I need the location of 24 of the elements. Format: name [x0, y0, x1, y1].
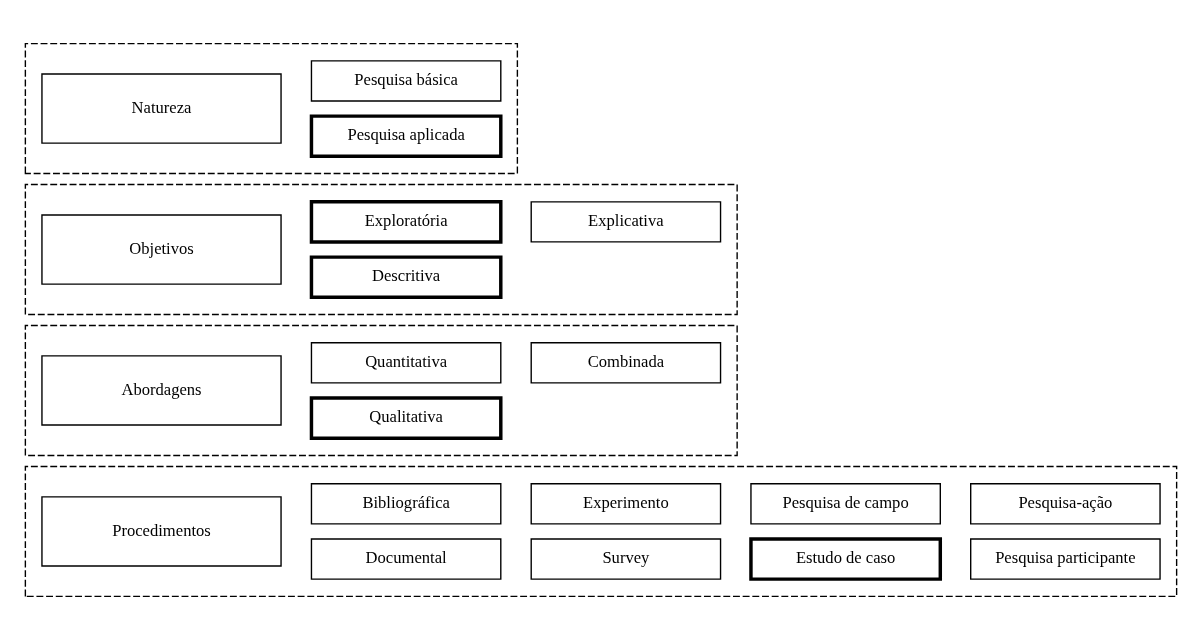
node-box: Combinada — [530, 341, 722, 384]
node-box: Quantitativa — [310, 341, 502, 384]
node-box: Exploratória — [309, 199, 503, 244]
node-box: Procedimentos — [41, 495, 282, 567]
node-box: Pesquisa aplicada — [309, 113, 503, 158]
node-box: Descritiva — [309, 254, 503, 299]
node-box: Survey — [530, 537, 722, 580]
cluster — [24, 465, 1178, 597]
node-box: Experimento — [530, 482, 722, 525]
node-box: Pesquisa de campo — [750, 482, 941, 525]
cluster — [24, 183, 738, 315]
node-box: Qualitativa — [309, 395, 503, 440]
cluster — [24, 42, 519, 174]
node-box: Bibliográfica — [310, 482, 502, 525]
node-box: Pesquisa-ação — [970, 482, 1161, 525]
node-box: Pesquisa participante — [970, 537, 1161, 580]
node-box: Objetivos — [41, 213, 282, 285]
node-box: Abordagens — [41, 354, 282, 426]
node-box: Estudo de caso — [749, 536, 943, 581]
node-box: Pesquisa básica — [310, 59, 502, 102]
cluster — [24, 324, 738, 456]
node-box: Natureza — [41, 72, 282, 144]
node-box: Explicativa — [530, 200, 722, 243]
node-box: Documental — [310, 537, 502, 580]
